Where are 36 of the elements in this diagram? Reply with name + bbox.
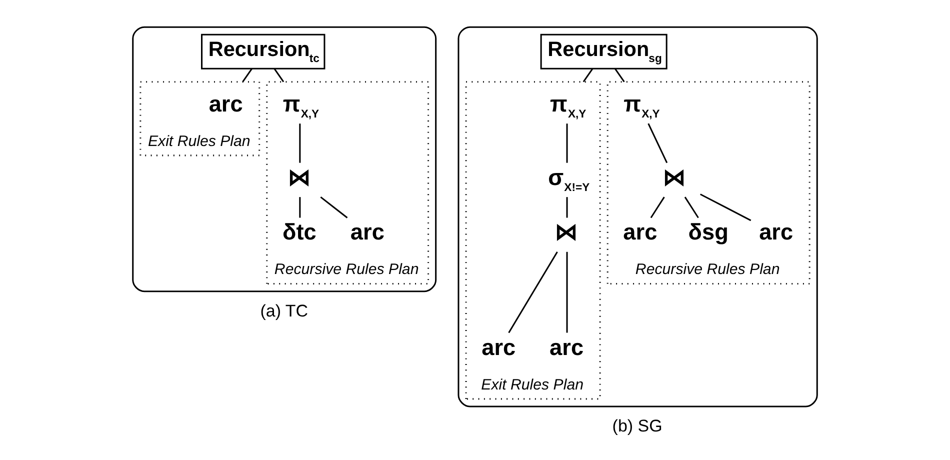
connector bbox=[508, 252, 558, 334]
connector bbox=[242, 68, 252, 82]
node-box: Recursion$_{tc}$ bbox=[201, 34, 326, 70]
connector bbox=[614, 68, 625, 82]
node-text: arc bbox=[208, 90, 243, 116]
connector bbox=[320, 196, 348, 218]
node-text: δsg bbox=[688, 218, 728, 245]
node-text: π$_{X,Y}$ bbox=[550, 90, 586, 120]
node-box: Recursion$_{sg}$ bbox=[540, 34, 668, 70]
node-text: arc bbox=[623, 218, 658, 245]
node-text: π$_{X,Y}$ bbox=[624, 90, 660, 120]
connector bbox=[299, 197, 301, 218]
connector bbox=[566, 252, 568, 333]
connector bbox=[566, 197, 568, 218]
node-label: (a) TC bbox=[260, 301, 308, 320]
node-text: σ$_{X!=Y}$ bbox=[548, 164, 590, 194]
connector bbox=[566, 124, 568, 163]
connector bbox=[684, 196, 699, 218]
node-text: arc bbox=[550, 334, 584, 360]
node-text: arc bbox=[482, 334, 516, 360]
node-text: arc bbox=[759, 218, 794, 245]
node-label: (b) SG bbox=[612, 416, 662, 436]
node-text: ⋈ bbox=[555, 218, 578, 245]
connector bbox=[650, 196, 665, 218]
connector bbox=[582, 68, 594, 82]
connector bbox=[648, 123, 668, 164]
node-text: δtc bbox=[282, 218, 316, 245]
node-text: ⋈ bbox=[662, 164, 686, 190]
node-text: ⋈ bbox=[288, 164, 312, 190]
node-text: arc bbox=[350, 218, 384, 245]
node-text: π$_{X,Y}$ bbox=[282, 90, 320, 120]
connector bbox=[299, 124, 301, 163]
connector bbox=[274, 68, 284, 82]
cluster bbox=[458, 26, 818, 408]
connector bbox=[700, 194, 752, 222]
cluster bbox=[132, 26, 437, 292]
